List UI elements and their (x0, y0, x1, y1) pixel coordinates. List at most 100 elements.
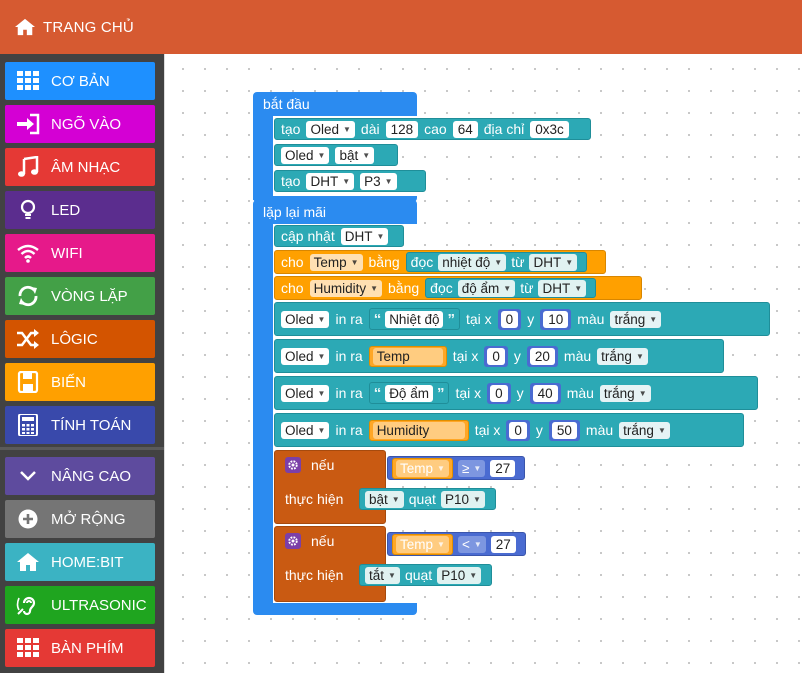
header-title[interactable]: TRANG CHỦ (43, 18, 134, 36)
device-dropdown[interactable]: Oled▼ (281, 310, 330, 328)
variable-block[interactable]: Temp▼ (392, 533, 453, 555)
y-input[interactable]: 40 (532, 384, 558, 402)
set-humidity-block[interactable]: cho Humidity▼ bằng đọc độ ẩm▼ từ DHT▼ (274, 276, 642, 300)
variable-dropdown[interactable]: Temp▼ (396, 459, 449, 477)
variable-value[interactable]: Temp (372, 347, 443, 365)
variable-dropdown[interactable]: Temp▼ (309, 253, 363, 271)
home-icon[interactable] (14, 17, 36, 37)
category-ban-phim[interactable]: BÀN PHÍM (5, 629, 155, 667)
width-input[interactable]: 128 (385, 120, 419, 138)
oled-print-block[interactable]: Oled▼ in ra Humidity tại x 0 y 50 màu tr… (274, 413, 744, 447)
variable-block[interactable]: Humidity (368, 419, 469, 441)
color-dropdown[interactable]: trắng▼ (597, 347, 648, 365)
pin-dropdown[interactable]: P3▼ (360, 172, 397, 190)
string-block[interactable]: “Độ ẩm” (368, 382, 450, 404)
pin-dropdown[interactable]: P10▼ (440, 490, 485, 508)
variable-dropdown[interactable]: Temp▼ (396, 535, 449, 553)
category-home-bit[interactable]: HOME:BIT (5, 543, 155, 581)
color-dropdown[interactable]: trắng▼ (599, 384, 651, 402)
variable-block[interactable]: Temp (368, 345, 447, 367)
color-dropdown[interactable]: trắng▼ (619, 421, 670, 439)
create-dht-block[interactable]: tạo DHT▼ P3▼ (274, 170, 426, 192)
block-text: cập nhật (281, 228, 335, 244)
variable-value: Temp (400, 536, 434, 552)
string-block[interactable]: “Nhiệt độ” (368, 308, 460, 330)
category-bien[interactable]: BIẾN (5, 363, 155, 401)
value-input[interactable]: 27 (490, 459, 516, 477)
operator-dropdown[interactable]: ≥▼ (457, 459, 486, 477)
value-input[interactable]: 27 (490, 535, 516, 553)
x-input[interactable]: 0 (500, 310, 519, 328)
block-workspace[interactable]: bắt đầu tạo Oled▼ dài 128 cao 64 địa chỉ… (164, 54, 802, 673)
variable-value[interactable]: Humidity (372, 421, 465, 439)
device-dropdown[interactable]: DHT▼ (340, 227, 389, 245)
gear-icon[interactable] (285, 533, 301, 549)
action-dropdown[interactable]: tắt▼ (365, 566, 400, 584)
number-slot: 0 (487, 382, 511, 404)
operator-dropdown[interactable]: <▼ (457, 535, 486, 553)
set-temp-block[interactable]: cho Temp▼ bằng đọc nhiệt độ▼ từ DHT▼ (274, 250, 606, 274)
category-tinh-toan[interactable]: TÍNH TOÁN (5, 406, 155, 444)
y-input[interactable]: 50 (551, 421, 577, 439)
device-dropdown[interactable]: Oled▼ (306, 120, 355, 138)
variable-block[interactable]: Temp▼ (392, 457, 453, 479)
category-logic[interactable]: LÔGIC (5, 320, 155, 358)
dropdown-arrow-icon: ▼ (317, 388, 326, 398)
category-ngo-vao[interactable]: NGÕ VÀO (5, 105, 155, 143)
device-dropdown[interactable]: DHT▼ (538, 279, 587, 297)
category-am-nhac[interactable]: ÂM NHẠC (5, 148, 155, 186)
category-mo-rong[interactable]: MỞ RỘNG (5, 500, 155, 538)
shuffle-icon (17, 329, 39, 349)
string-input[interactable]: Nhiệt độ (385, 310, 444, 328)
y-input[interactable]: 20 (529, 347, 555, 365)
y-input[interactable]: 10 (543, 310, 569, 328)
dropdown-arrow-icon: ▼ (494, 257, 503, 267)
height-input[interactable]: 64 (452, 120, 478, 138)
fan-action-block[interactable]: tắt▼ quạt P10▼ (359, 564, 493, 586)
fan-action-block[interactable]: bật▼ quạt P10▼ (359, 488, 496, 510)
category-led[interactable]: LED (5, 191, 155, 229)
start-block[interactable]: bắt đầu (253, 92, 417, 116)
measurement-dropdown[interactable]: độ ẩm▼ (457, 279, 516, 297)
address-input[interactable]: 0x3c (530, 120, 569, 138)
update-dht-block[interactable]: cập nhật DHT▼ (274, 225, 404, 247)
forever-block[interactable]: lặp lại mãi (253, 200, 417, 224)
measurement-dropdown[interactable]: nhiệt độ▼ (438, 253, 507, 271)
category-nang-cao[interactable]: NÂNG CAO (5, 457, 155, 495)
gear-icon[interactable] (285, 457, 301, 473)
pin-value: P10 (444, 491, 469, 507)
oled-print-block[interactable]: Oled▼ in ra “Độ ẩm” tại x 0 y 40 màu trắ… (274, 376, 758, 410)
device-dropdown[interactable]: Oled▼ (281, 347, 330, 365)
oled-power-block[interactable]: Oled▼ bật▼ (274, 144, 398, 166)
compare-block[interactable]: Temp▼ ≥▼ 27 (387, 456, 526, 480)
string-input[interactable]: Độ ẩm (385, 384, 433, 402)
device-value: DHT (533, 254, 562, 270)
x-input[interactable]: 0 (490, 384, 508, 402)
device-dropdown[interactable]: DHT▼ (306, 172, 355, 190)
pin-dropdown[interactable]: P10▼ (437, 566, 482, 584)
x-input[interactable]: 0 (509, 421, 527, 439)
if-block[interactable]: nếu thực hiện (274, 450, 386, 524)
dropdown-arrow-icon: ▼ (317, 150, 326, 160)
category-vong-lap[interactable]: VÒNG LẶP (5, 277, 155, 315)
oled-print-block[interactable]: Oled▼ in ra Temp tại x 0 y 20 màu trắng▼ (274, 339, 724, 373)
if-block[interactable]: nếu thực hiện (274, 526, 386, 602)
oled-print-block[interactable]: Oled▼ in ra “Nhiệt độ” tại x 0 y 10 màu … (274, 302, 770, 336)
variable-dropdown[interactable]: Humidity▼ (309, 279, 383, 297)
category-ultrasonic[interactable]: ULTRASONIC (5, 586, 155, 624)
create-oled-block[interactable]: tạo Oled▼ dài 128 cao 64 địa chỉ 0x3c (274, 118, 591, 140)
dht-read-block[interactable]: đọc độ ẩm▼ từ DHT▼ (425, 278, 597, 298)
state-dropdown[interactable]: bật▼ (335, 146, 375, 164)
category-co-ban[interactable]: CƠ BẢN (5, 62, 155, 100)
color-dropdown[interactable]: trắng▼ (610, 310, 662, 328)
action-dropdown[interactable]: bật▼ (365, 490, 404, 508)
device-dropdown[interactable]: Oled▼ (281, 384, 330, 402)
device-dropdown[interactable]: Oled▼ (281, 421, 330, 439)
dht-read-block[interactable]: đọc nhiệt độ▼ từ DHT▼ (405, 252, 588, 272)
compare-block[interactable]: Temp▼ <▼ 27 (387, 532, 526, 556)
device-dropdown[interactable]: Oled▼ (281, 146, 330, 164)
block-text: từ (520, 280, 534, 296)
category-wifi[interactable]: WIFI (5, 234, 155, 272)
device-dropdown[interactable]: DHT▼ (529, 253, 578, 271)
x-input[interactable]: 0 (487, 347, 505, 365)
